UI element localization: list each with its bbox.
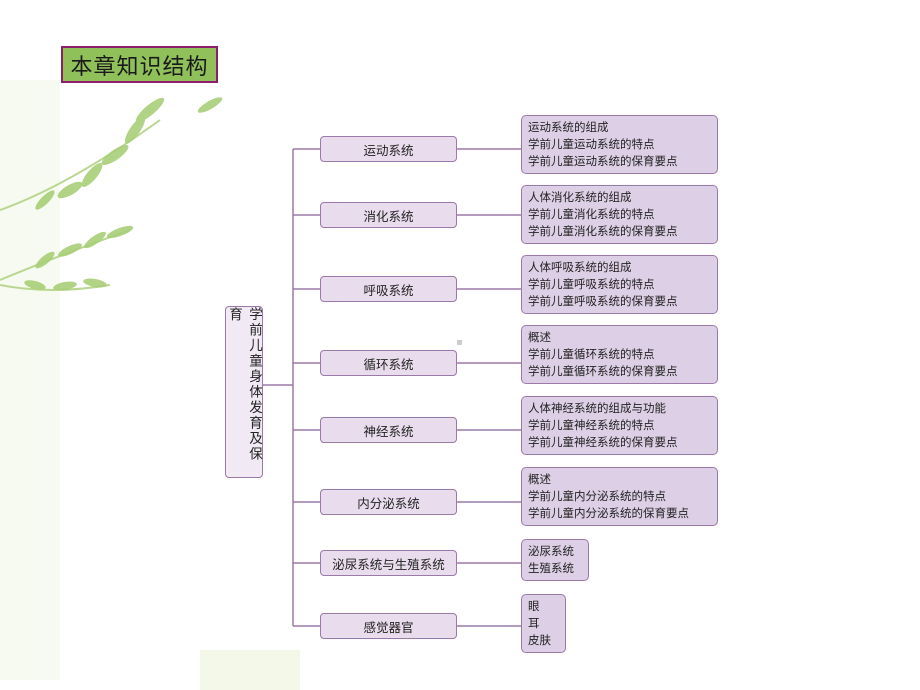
detail-item: 学前儿童运动系统的保育要点 <box>528 154 678 168</box>
system-node-motor: 运动系统 <box>320 136 457 162</box>
stray-dot <box>457 340 462 345</box>
detail-item: 人体神经系统的组成与功能 <box>528 401 666 415</box>
detail-box-sense-organs: 眼 耳 皮肤 <box>521 594 566 653</box>
detail-box-endocrine: 概述 学前儿童内分泌系统的特点 学前儿童内分泌系统的保育要点 <box>521 467 718 526</box>
detail-box-nervous: 人体神经系统的组成与功能 学前儿童神经系统的特点 学前儿童神经系统的保育要点 <box>521 396 718 455</box>
detail-item: 学前儿童循环系统的特点 <box>528 347 655 361</box>
root-node: 学前儿童身体发育及保育 <box>225 306 263 478</box>
detail-box-urinary-reproductive: 泌尿系统 生殖系统 <box>521 539 589 581</box>
detail-item: 学前儿童消化系统的特点 <box>528 207 655 221</box>
detail-item: 人体消化系统的组成 <box>528 190 632 204</box>
system-node-digestive: 消化系统 <box>320 202 457 228</box>
detail-item: 学前儿童内分泌系统的特点 <box>528 489 666 503</box>
detail-item: 运动系统的组成 <box>528 120 609 134</box>
detail-item: 皮肤 <box>528 633 551 647</box>
detail-box-digestive: 人体消化系统的组成 学前儿童消化系统的特点 学前儿童消化系统的保育要点 <box>521 185 718 244</box>
system-node-nervous: 神经系统 <box>320 417 457 443</box>
system-node-endocrine: 内分泌系统 <box>320 489 457 515</box>
system-node-circulatory: 循环系统 <box>320 350 457 376</box>
detail-item: 人体呼吸系统的组成 <box>528 260 632 274</box>
detail-box-respiratory: 人体呼吸系统的组成 学前儿童呼吸系统的特点 学前儿童呼吸系统的保育要点 <box>521 255 718 314</box>
detail-item: 学前儿童神经系统的保育要点 <box>528 435 678 449</box>
system-node-sense-organs: 感觉器官 <box>320 613 457 639</box>
detail-item: 学前儿童神经系统的特点 <box>528 418 655 432</box>
detail-item: 学前儿童呼吸系统的保育要点 <box>528 294 678 308</box>
detail-item: 学前儿童运动系统的特点 <box>528 137 655 151</box>
detail-item: 学前儿童循环系统的保育要点 <box>528 364 678 378</box>
detail-item: 泌尿系统 <box>528 544 574 558</box>
detail-item: 学前儿童内分泌系统的保育要点 <box>528 506 689 520</box>
detail-item: 耳 <box>528 616 540 630</box>
chapter-structure-title: 本章知识结构 <box>61 46 218 83</box>
system-node-respiratory: 呼吸系统 <box>320 276 457 302</box>
detail-item: 眼 <box>528 599 540 613</box>
detail-item: 学前儿童呼吸系统的特点 <box>528 277 655 291</box>
detail-item: 生殖系统 <box>528 561 574 575</box>
system-node-urinary-reproductive: 泌尿系统与生殖系统 <box>320 550 457 576</box>
root-label: 学前儿童身体发育及保育 <box>226 307 262 462</box>
detail-item: 学前儿童消化系统的保育要点 <box>528 224 678 238</box>
detail-box-circulatory: 概述 学前儿童循环系统的特点 学前儿童循环系统的保育要点 <box>521 325 718 384</box>
detail-item: 概述 <box>528 472 551 486</box>
detail-box-motor: 运动系统的组成 学前儿童运动系统的特点 学前儿童运动系统的保育要点 <box>521 115 718 174</box>
detail-item: 概述 <box>528 330 551 344</box>
